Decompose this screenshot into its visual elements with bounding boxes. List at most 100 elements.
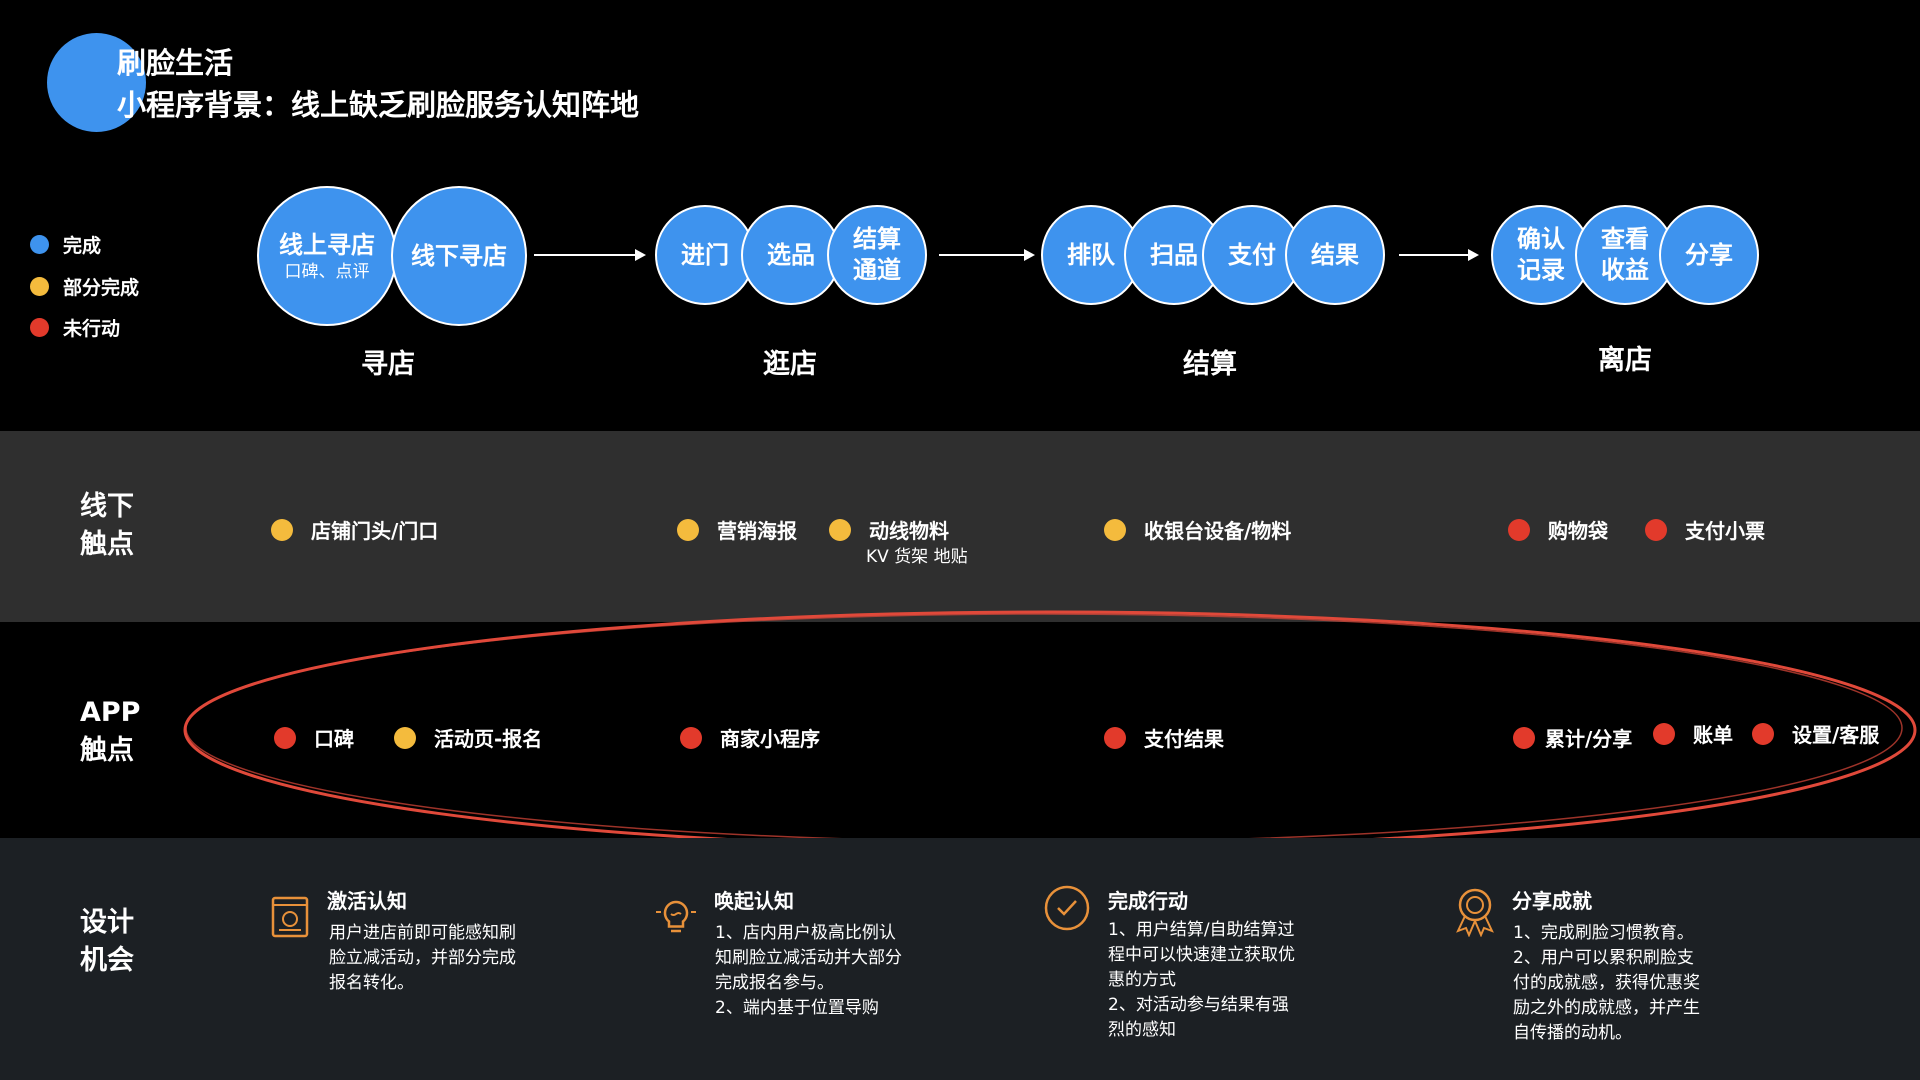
touchpoint-storefront: 店铺门头/门口 — [271, 515, 438, 544]
opportunity-title: 分享成就 — [1512, 889, 1592, 913]
body-line: 知刷脸立减活动并大部分 — [715, 948, 902, 968]
step-label: 进门 — [681, 240, 729, 269]
step-label: 结果 — [1311, 240, 1359, 269]
body-line: 脸立减活动，并部分完成 — [329, 948, 516, 968]
step-label-line2: 通道 — [853, 256, 901, 284]
touchpoint-bill: 账单 — [1653, 719, 1733, 748]
step-label: 支付 — [1228, 240, 1276, 269]
legend-dot — [30, 235, 49, 254]
touchpoint-receipt: 支付小票 — [1645, 515, 1765, 544]
app-row-label: APP 触点 — [80, 694, 140, 770]
touchpoint-accumulate-share: 累计/分享 — [1513, 723, 1632, 752]
legend-dot — [30, 277, 49, 296]
row-label-line1: APP — [80, 697, 141, 728]
status-dot — [394, 726, 416, 749]
body-line: 1、完成刷脸习惯教育。 — [1513, 923, 1694, 943]
stage-label-leave: 离店 — [1598, 345, 1652, 376]
touchpoint-wayfinding-material: 动线物料 — [829, 515, 949, 544]
step-label-line2: 记录 — [1517, 256, 1565, 284]
body-line: 程中可以快速建立获取优 — [1108, 945, 1295, 965]
step-label: 线下寻店 — [411, 241, 507, 270]
step-offline-search: 线下寻店 — [391, 186, 527, 326]
header-logo-circle — [47, 33, 146, 132]
body-line: 付的成就感，获得优惠奖 — [1513, 973, 1700, 993]
step-select: 选品 — [741, 205, 841, 305]
touchpoint-label: 收银台设备/物料 — [1144, 519, 1292, 543]
certificate-icon — [271, 896, 309, 938]
touchpoint-label: 商家小程序 — [720, 727, 820, 751]
touchpoint-cashier-device: 收银台设备/物料 — [1104, 515, 1291, 544]
status-dot — [1645, 518, 1667, 541]
touchpoint-koubei: 口碑 — [274, 723, 354, 752]
status-dot — [680, 726, 702, 749]
touchpoint-merchant-miniapp: 商家小程序 — [680, 723, 820, 752]
flow-arrow — [534, 249, 646, 261]
opportunity-body: 1、用户结算/自助结算过 程中可以快速建立获取优 惠的方式 2、对活动参与结果有… — [1108, 918, 1318, 1043]
touchpoint-label: 动线物料 — [869, 519, 949, 543]
step-label: 线上寻店 — [279, 230, 375, 259]
row-label-line2: 触点 — [80, 529, 134, 560]
check-circle-icon — [1044, 885, 1090, 931]
status-dot — [829, 518, 851, 541]
status-dot — [274, 726, 296, 749]
body-line: 1、店内用户极高比例认 — [715, 923, 896, 943]
opportunity-title: 激活认知 — [327, 889, 407, 913]
legend-label: 完成 — [63, 235, 102, 257]
body-line: 报名转化。 — [329, 973, 414, 993]
step-enter: 进门 — [655, 205, 755, 305]
row-label-line1: 线下 — [80, 491, 134, 522]
touchpoint-label: 营销海报 — [717, 519, 797, 543]
step-label: 分享 — [1685, 240, 1733, 269]
touchpoint-label: 账单 — [1693, 723, 1733, 747]
touchpoint-label: 口碑 — [314, 727, 354, 751]
status-dot — [1513, 726, 1535, 749]
touchpoint-label: 购物袋 — [1548, 519, 1608, 543]
offline-row-label: 线下 触点 — [80, 488, 134, 564]
step-sublabel: 口碑、点评 — [284, 261, 370, 282]
touchpoint-label: 累计/分享 — [1545, 727, 1633, 751]
step-label-line1: 查看 — [1601, 225, 1649, 253]
opportunity-body: 1、完成刷脸习惯教育。 2、用户可以累积刷脸支 付的成就感，获得优惠奖 励之外的… — [1513, 921, 1723, 1046]
page-title: 刷脸生活 — [117, 46, 234, 80]
status-dot — [1752, 722, 1774, 745]
step-online-search: 线上寻店 口碑、点评 — [257, 186, 397, 326]
touchpoint-shopping-bag: 购物袋 — [1508, 515, 1608, 544]
row-label-line2: 机会 — [80, 945, 134, 976]
flow-arrow — [939, 249, 1035, 261]
body-line: 自传播的动机。 — [1513, 1023, 1632, 1043]
touchpoint-label: 活动页-报名 — [434, 727, 543, 751]
touchpoint-settings-service: 设置/客服 — [1752, 719, 1879, 748]
step-checkout-lane: 结算 通道 — [827, 205, 927, 305]
touchpoint-label: 支付小票 — [1685, 519, 1765, 543]
row-label-line2: 触点 — [80, 735, 134, 766]
body-line: 惠的方式 — [1108, 970, 1176, 990]
body-line: 用户进店前即可能感知刷 — [329, 923, 516, 943]
touchpoint-activity-signup: 活动页-报名 — [394, 723, 542, 752]
status-dot — [1104, 726, 1126, 749]
step-confirm-record: 确认 记录 — [1491, 205, 1591, 305]
touchpoint-label: 店铺门头/门口 — [311, 519, 439, 543]
stage-label-checkout: 结算 — [1183, 349, 1237, 380]
status-dot — [1508, 518, 1530, 541]
stage-label-find: 寻店 — [361, 349, 415, 380]
step-label-line2: 收益 — [1601, 256, 1649, 284]
body-line: 2、端内基于位置导购 — [715, 998, 879, 1018]
touchpoint-poster: 营销海报 — [677, 515, 797, 544]
lightbulb-icon — [656, 900, 696, 933]
status-dot — [1653, 722, 1675, 745]
body-line: 1、用户结算/自助结算过 — [1108, 920, 1295, 940]
medal-icon — [1456, 888, 1494, 937]
page-subtitle: 小程序背景：线上缺乏刷脸服务认知阵地 — [117, 88, 640, 122]
touchpoint-pay-result: 支付结果 — [1104, 723, 1224, 752]
legend-label: 未行动 — [63, 318, 121, 340]
touchpoint-label: 支付结果 — [1144, 727, 1224, 751]
legend-item-partial: 部分完成 — [30, 273, 139, 300]
status-dot — [677, 518, 699, 541]
step-label: 排队 — [1067, 240, 1115, 269]
legend-item-none: 未行动 — [30, 314, 120, 341]
row-label-line1: 设计 — [80, 907, 134, 938]
status-dot — [271, 518, 293, 541]
status-dot — [1104, 518, 1126, 541]
touchpoint-label: 设置/客服 — [1792, 723, 1880, 747]
legend-label: 部分完成 — [63, 277, 140, 299]
